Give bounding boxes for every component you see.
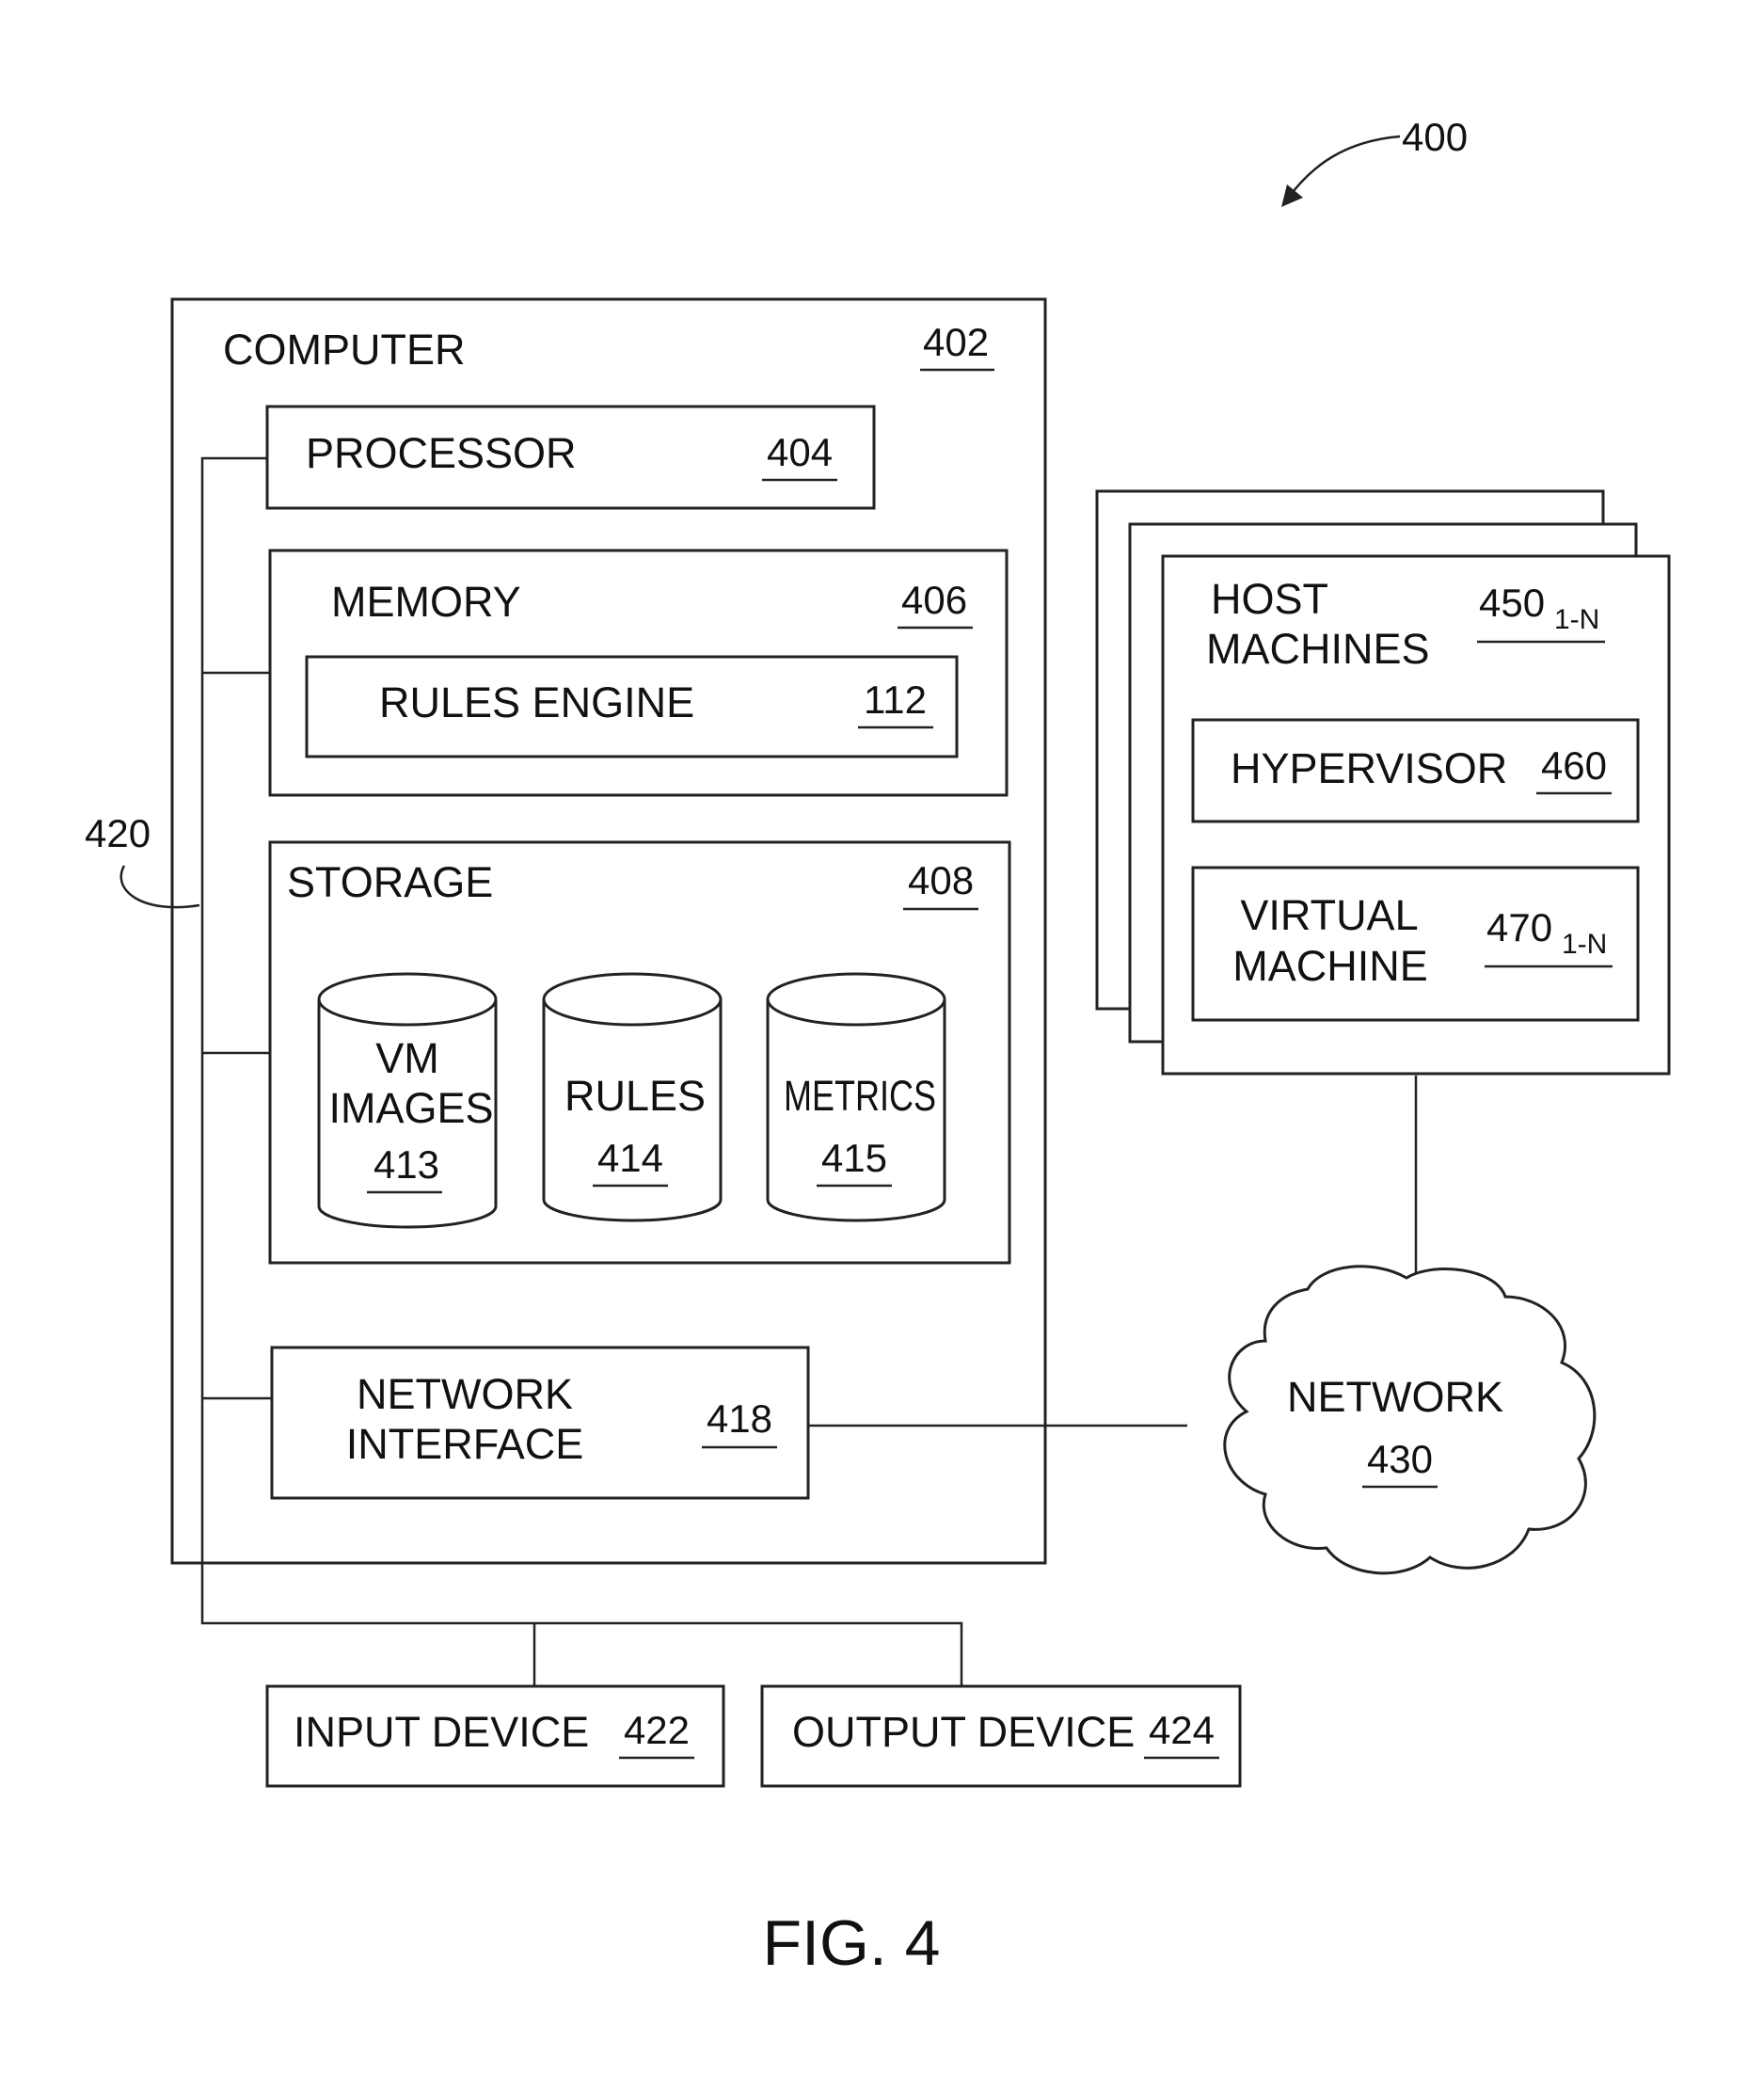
memory-block: MEMORY 406 RULES ENGINE 112 bbox=[270, 550, 1007, 795]
figure-ref-arrowhead bbox=[1281, 184, 1303, 207]
storage-ref: 408 bbox=[908, 858, 974, 902]
virtual-machine-label-line1: VIRTUAL bbox=[1240, 891, 1418, 939]
host-machines-block: HOST MACHINES 450 1-N HYPERVISOR 460 VIR… bbox=[1097, 491, 1669, 1074]
host-machines-label-line1: HOST bbox=[1211, 575, 1328, 623]
rules-label: RULES bbox=[564, 1072, 706, 1120]
figure-caption: FIG. 4 bbox=[763, 1907, 941, 1979]
rules-engine-label: RULES ENGINE bbox=[379, 678, 694, 726]
metrics-cylinder: METRICS 415 bbox=[768, 974, 945, 1220]
storage-block: STORAGE 408 VM IMAGES 413 RULES 414 METR… bbox=[270, 842, 1009, 1263]
vm-images-label-line2: IMAGES bbox=[328, 1084, 493, 1132]
rules-cylinder: RULES 414 bbox=[544, 974, 721, 1220]
memory-ref: 406 bbox=[901, 578, 967, 622]
metrics-ref: 415 bbox=[821, 1136, 887, 1180]
hypervisor-label: HYPERVISOR bbox=[1231, 744, 1507, 792]
vm-images-cylinder-top bbox=[319, 974, 496, 1025]
rules-cylinder-top bbox=[544, 974, 721, 1025]
processor-ref: 404 bbox=[767, 430, 833, 474]
network-interface-label-line2: INTERFACE bbox=[346, 1420, 584, 1468]
rules-engine-ref: 112 bbox=[864, 678, 927, 722]
memory-label: MEMORY bbox=[331, 578, 521, 626]
network-interface-label-line1: NETWORK bbox=[357, 1370, 573, 1418]
input-device-label: INPUT DEVICE bbox=[294, 1708, 589, 1756]
virtual-machine-ref: 470 bbox=[1486, 905, 1552, 949]
hypervisor-ref: 460 bbox=[1541, 743, 1607, 788]
host-machines-label-line2: MACHINES bbox=[1206, 625, 1430, 673]
input-device-block: INPUT DEVICE 422 bbox=[267, 1686, 723, 1786]
bus-ref: 420 bbox=[85, 811, 151, 855]
vm-images-cylinder: VM IMAGES 413 bbox=[319, 974, 496, 1227]
processor-block: PROCESSOR 404 bbox=[267, 407, 874, 508]
network-interface-ref: 418 bbox=[707, 1396, 772, 1441]
vm-images-label-line1: VM bbox=[375, 1034, 439, 1082]
output-device-label: OUTPUT DEVICE bbox=[792, 1708, 1135, 1756]
host-machines-ref: 450 bbox=[1479, 581, 1545, 625]
input-device-ref: 422 bbox=[624, 1708, 690, 1752]
virtual-machine-label-line2: MACHINE bbox=[1232, 942, 1428, 990]
output-device-ref: 424 bbox=[1149, 1708, 1215, 1752]
figure-ref-arrow-line bbox=[1287, 136, 1400, 199]
storage-label: STORAGE bbox=[287, 858, 493, 906]
network-interface-block: NETWORK INTERFACE 418 bbox=[272, 1347, 808, 1498]
network-label: NETWORK bbox=[1287, 1373, 1503, 1421]
metrics-cylinder-top bbox=[768, 974, 945, 1025]
network-ref: 430 bbox=[1367, 1437, 1433, 1481]
figure-ref-number: 400 bbox=[1402, 115, 1468, 159]
virtual-machine-ref-sub: 1-N bbox=[1562, 929, 1607, 960]
rules-ref: 414 bbox=[597, 1136, 663, 1180]
network-cloud: NETWORK 430 bbox=[1225, 1267, 1595, 1573]
figure-reference: 400 bbox=[1281, 115, 1468, 207]
output-device-block: OUTPUT DEVICE 424 bbox=[762, 1686, 1240, 1786]
computer-label: COMPUTER bbox=[223, 326, 466, 374]
computer-ref: 402 bbox=[923, 320, 989, 364]
processor-label: PROCESSOR bbox=[306, 429, 577, 477]
host-machines-ref-sub: 1-N bbox=[1554, 604, 1599, 635]
vm-images-ref: 413 bbox=[373, 1142, 439, 1187]
metrics-label: METRICS bbox=[784, 1072, 936, 1120]
